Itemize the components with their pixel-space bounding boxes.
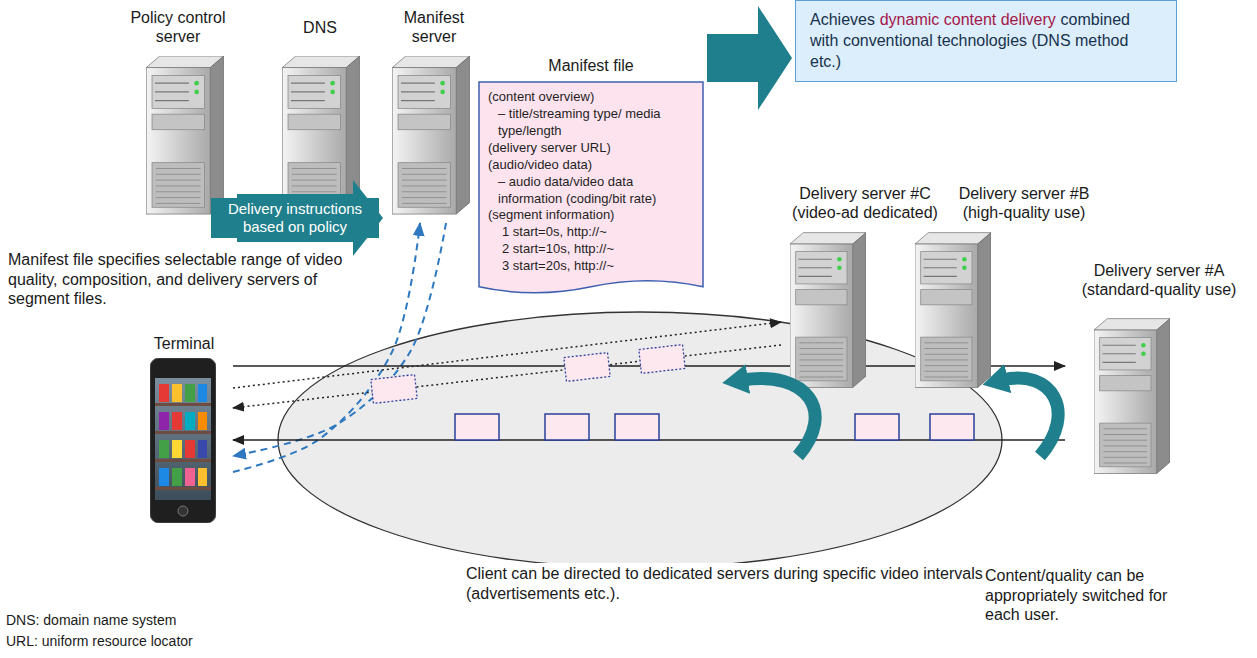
server-icon bbox=[915, 233, 991, 388]
manifest-entry: (delivery server URL) bbox=[488, 140, 694, 157]
switch-arrow bbox=[742, 379, 815, 456]
node-heading: Delivery server #C (video-ad dedicated) bbox=[784, 184, 946, 222]
node-heading: DNS bbox=[280, 18, 360, 37]
segment-box bbox=[455, 414, 499, 440]
switch-arrow bbox=[1002, 378, 1058, 456]
manifest-entry: (content overview) bbox=[488, 89, 694, 106]
node-heading: Terminal bbox=[138, 334, 230, 353]
server-icon bbox=[392, 56, 470, 214]
node-heading: Delivery server #B (high-quality use) bbox=[948, 184, 1100, 222]
manifest-entry: – title/streaming type/ media type/lengt… bbox=[488, 106, 694, 140]
delivery-server: Delivery server #A (standard-quality use… bbox=[1068, 255, 1250, 485]
flow-arrow bbox=[233, 345, 781, 408]
manifest-file: Manifest file (content overview)– title/s… bbox=[478, 56, 704, 303]
node-heading: Manifest server bbox=[386, 8, 482, 46]
segment-files bbox=[371, 345, 974, 440]
segment-box bbox=[545, 414, 589, 440]
terminal: Terminal bbox=[138, 334, 230, 528]
footnote: URL: uniform resource locator bbox=[6, 633, 193, 650]
note-text: Manifest file specifies selectable range… bbox=[8, 250, 373, 309]
ad-segment-box bbox=[371, 375, 417, 404]
delivery-server: Delivery server #C (video-ad dedicated) bbox=[784, 180, 946, 398]
summary-phrase: dynamic content delivery bbox=[880, 11, 1056, 28]
manifest-entry: 3 start=20s, http://~ bbox=[488, 258, 694, 275]
manifest-entry: 1 start=0s, http://~ bbox=[488, 224, 694, 241]
summary-box: Achievesdynamic content deliverycombined… bbox=[795, 0, 1177, 82]
server-icon bbox=[146, 56, 224, 214]
document-sheet: (content overview)– title/streaming type… bbox=[478, 81, 704, 303]
arrow-label: Delivery instructions based on policy bbox=[211, 198, 379, 238]
block-arrow bbox=[707, 6, 792, 110]
node-heading: Policy control server bbox=[122, 8, 234, 46]
node-heading: Delivery server #A (standard-quality use… bbox=[1068, 261, 1250, 299]
server-icon bbox=[282, 56, 360, 214]
policy-server: Policy control server bbox=[122, 8, 234, 220]
summary-text: Achievesdynamic content deliverycombined… bbox=[795, 0, 1177, 82]
segment-box bbox=[855, 414, 899, 440]
dns-server: DNS bbox=[280, 8, 360, 220]
manifest-entry: (segment information) bbox=[488, 207, 694, 224]
document-heading: Manifest file bbox=[478, 56, 704, 75]
ad-segment-box bbox=[639, 345, 685, 374]
server-icon bbox=[790, 233, 866, 388]
phone-icon bbox=[150, 358, 216, 523]
flow-arrow bbox=[233, 322, 781, 388]
manifest-server: Manifest server bbox=[386, 8, 482, 220]
summary-phrase: Achieves bbox=[810, 11, 875, 28]
footnote: DNS: domain name system bbox=[6, 612, 176, 629]
document-shape bbox=[479, 82, 703, 293]
server-icon bbox=[1094, 319, 1170, 474]
note-text: Content/quality can be appropriately swi… bbox=[985, 566, 1205, 625]
manifest-entry: – audio data/video data information (cod… bbox=[488, 174, 694, 208]
delivery-server: Delivery server #B (high-quality use) bbox=[948, 180, 1100, 402]
manifest-entry: (audio/video data) bbox=[488, 157, 694, 174]
segment-box bbox=[615, 414, 659, 440]
segment-box bbox=[930, 414, 974, 440]
manifest-entry: 2 start=10s, http://~ bbox=[488, 241, 694, 258]
note-text: Client can be directed to dedicated serv… bbox=[462, 563, 990, 604]
ad-segment-box bbox=[564, 353, 610, 382]
